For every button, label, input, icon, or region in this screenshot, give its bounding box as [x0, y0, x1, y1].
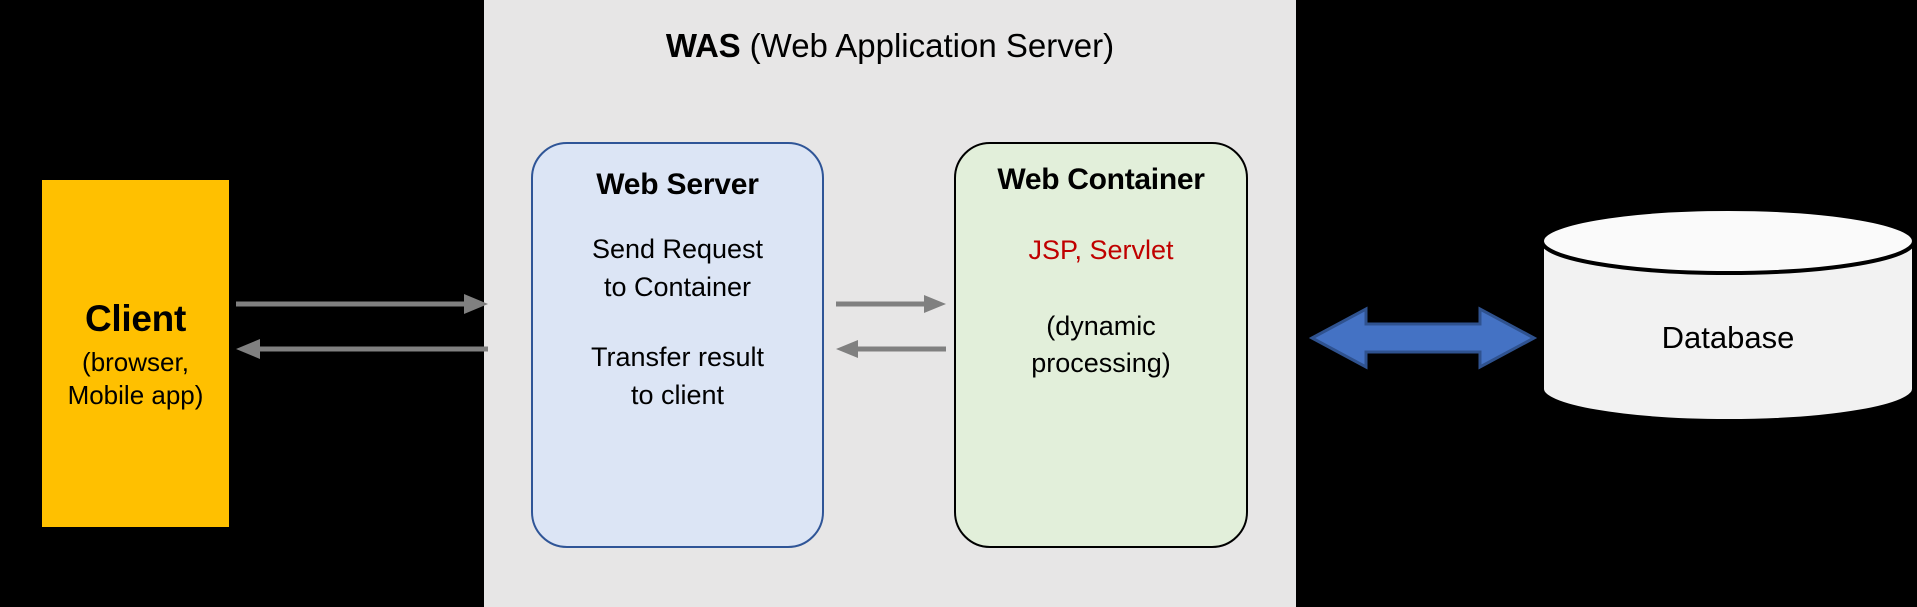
web-server-body-line-1: Send Request — [591, 234, 764, 264]
web-container-box[interactable]: Web Container JSP, Servlet (dynamic proc… — [954, 142, 1248, 548]
was-title-abbrev: WAS — [665, 27, 741, 64]
web-container-title: Web Container — [997, 163, 1205, 196]
was-panel-title: WAS (Web Application Server) — [484, 26, 1296, 66]
client-box[interactable]: Client (browser, Mobile app) — [42, 180, 229, 527]
web-container-body-line-1: (dynamic — [1046, 311, 1156, 341]
web-container-tech-label: JSP, Servlet — [1028, 235, 1174, 265]
web-container-body-line-2: processing) — [1031, 348, 1171, 378]
web-server-body-line-3: Transfer result — [590, 342, 765, 372]
client-subtitle: (browser, Mobile app) — [68, 346, 204, 412]
client-title: Client — [85, 297, 186, 339]
was-title-expansion: (Web Application Server) — [740, 27, 1115, 64]
web-server-web-container-connectors — [836, 295, 946, 358]
web-container-body-dynamic-processing: (dynamic processing) — [1031, 308, 1171, 382]
arrow-web-server-to-web-container — [836, 295, 946, 313]
client-subtitle-line-1: (browser, — [82, 346, 189, 377]
web-server-box[interactable]: Web Server Send Request to Container Tra… — [531, 142, 824, 548]
web-server-title: Web Server — [596, 168, 759, 201]
arrow-web-server-to-client — [236, 339, 488, 359]
database-cylinder-icon[interactable] — [1540, 207, 1916, 423]
database-label: Database — [1661, 320, 1795, 355]
client-subtitle-line-2: Mobile app) — [67, 379, 204, 410]
arrow-client-to-web-server — [236, 294, 488, 314]
web-server-body-send-request: Send Request to Container — [592, 230, 763, 306]
client-web-server-connectors — [236, 294, 488, 359]
web-server-body-transfer-result: Transfer result to client — [591, 338, 764, 414]
web-server-body-line-4: to client — [630, 380, 725, 410]
arrow-web-container-to-web-server — [836, 340, 946, 358]
was-database-bidirectional-arrow — [1308, 306, 1538, 370]
web-server-body-line-2: to Container — [603, 272, 752, 302]
